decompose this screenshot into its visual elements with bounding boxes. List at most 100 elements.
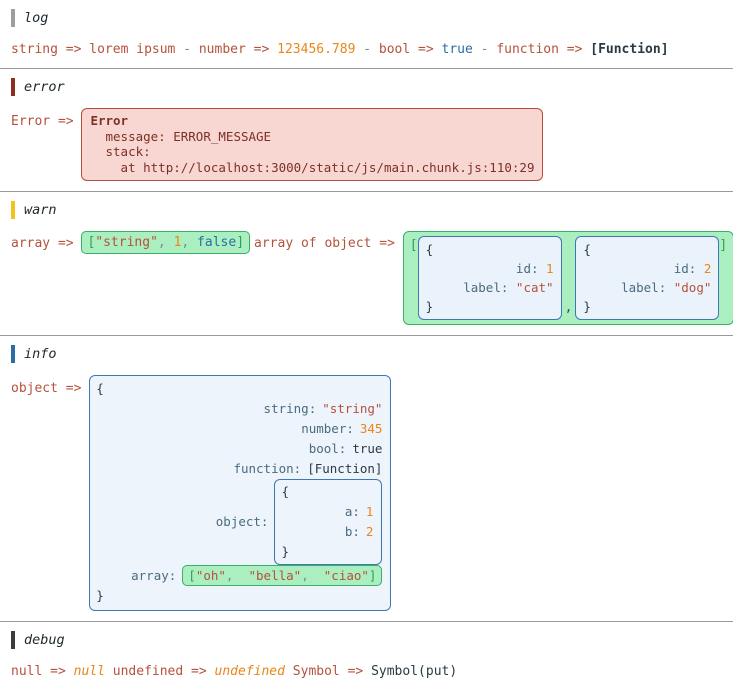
- info-nested-object-card: { a: 1 b: 2 }: [274, 479, 383, 565]
- object-field-key: id:: [673, 261, 697, 276]
- warn-array-label: array =>: [11, 236, 74, 251]
- info-field-array: array: ["oh", "bella", "ciao"]: [96, 565, 383, 586]
- info-field-function: function: [Function]: [96, 459, 382, 479]
- nested-field-key: b:: [344, 524, 360, 539]
- objarray-close-bracket: ]: [719, 238, 728, 253]
- object-field-value: 2: [703, 261, 712, 276]
- section-info-label: info: [11, 345, 57, 363]
- section-warn: warn array => ["string", 1, false] array…: [0, 192, 733, 335]
- inline-array-comma-1: ,: [301, 568, 324, 583]
- inline-array-comma-0: ,: [225, 568, 249, 583]
- object-field-key: label:: [621, 280, 667, 295]
- debug-symbol-label: Symbol =>: [292, 664, 364, 679]
- warn-array-of-object-label: array of object =>: [254, 236, 395, 251]
- object-field-value: 1: [546, 261, 554, 276]
- array-close-bracket: ]: [236, 235, 245, 250]
- array-item-0: "string": [95, 235, 158, 250]
- info-field-value: true: [352, 441, 383, 456]
- info-object-card: { string: "string" number: 345 bool: true f…: [89, 375, 392, 611]
- info-field-nested-object: object: { a: 1 b: 2 }: [96, 479, 383, 565]
- error-entry-row: Error => Error message: ERROR_MESSAGE st…: [0, 102, 733, 191]
- nested-close-brace: }: [281, 544, 289, 559]
- object-field: id: 2: [583, 259, 712, 278]
- debug-entry-row: null => null undefined => undefined Symb…: [0, 655, 733, 690]
- array-comma-1: ,: [181, 235, 198, 250]
- info-field-value: [Function]: [307, 461, 383, 476]
- section-log-header: log: [0, 0, 733, 33]
- object-field-value: "dog": [673, 280, 712, 295]
- warn-simple-array: ["string", 1, false]: [81, 231, 251, 254]
- info-open-brace: {: [96, 381, 104, 396]
- log-sep-3: -: [472, 42, 497, 57]
- inline-array-item-2: "ciao": [323, 568, 369, 583]
- object-open-brace: {: [583, 242, 591, 257]
- section-debug-label: debug: [11, 631, 65, 649]
- error-stack-line: stack:: [90, 144, 151, 159]
- object-close-brace: }: [425, 299, 434, 314]
- log-bool-value: true: [441, 42, 473, 57]
- section-error: error Error => Error message: ERROR_MESS…: [0, 69, 733, 191]
- info-close-brace: }: [96, 588, 104, 603]
- debug-null-value: null: [73, 664, 105, 679]
- section-error-label: error: [11, 78, 65, 96]
- log-sep-2: -: [355, 42, 379, 57]
- section-warn-header: warn: [0, 192, 733, 225]
- object-field: label: "cat": [426, 278, 554, 297]
- divider-3: [0, 335, 733, 336]
- section-error-header: error: [0, 69, 733, 102]
- info-object-label: object =>: [11, 381, 82, 396]
- log-function-label: function =>: [496, 42, 583, 57]
- info-field-number: number: 345: [96, 419, 382, 439]
- nested-open-brace: {: [281, 484, 289, 499]
- error-detail-box: Error message: ERROR_MESSAGE stack: at h…: [81, 108, 544, 181]
- log-entry-row: string => lorem ipsum - number => 123456…: [0, 33, 733, 68]
- section-log-label: log: [11, 9, 48, 27]
- log-number-label: number =>: [198, 42, 270, 57]
- error-prefix-label: Error =>: [11, 114, 74, 129]
- nested-field-value: 2: [365, 524, 374, 539]
- object-field: label: "dog": [583, 278, 711, 297]
- info-field-key: function:: [233, 461, 302, 476]
- inline-array-close-bracket: ]: [368, 568, 377, 583]
- info-field-value: "string": [322, 401, 383, 416]
- info-field-string: string: "string": [96, 399, 383, 419]
- object-field-key: label:: [463, 280, 509, 295]
- section-info-header: info: [0, 336, 733, 369]
- inline-array-item-0: "oh": [195, 568, 226, 583]
- nested-field-value: 1: [365, 504, 374, 519]
- object-field-value: "cat": [515, 280, 554, 295]
- info-field-bool: bool: true: [96, 439, 383, 459]
- info-nested-key: object:: [215, 514, 269, 529]
- array-comma-0: ,: [157, 235, 174, 250]
- info-field-key: bool:: [308, 441, 347, 456]
- info-array-key: array:: [131, 567, 177, 583]
- info-inline-array: ["oh", "bella", "ciao"]: [182, 565, 383, 586]
- nested-field-a: a: 1: [281, 502, 374, 522]
- debug-symbol-value: Symbol(put): [371, 664, 458, 679]
- log-string-label: string =>: [11, 42, 82, 57]
- log-function-value: [Function]: [590, 42, 669, 57]
- log-string-value: lorem ipsum: [89, 42, 176, 57]
- nested-field-key: a:: [344, 504, 360, 519]
- array-item-2: false: [197, 235, 237, 250]
- nested-field-b: b: 2: [281, 522, 374, 542]
- objarray-open-bracket: [: [409, 238, 418, 253]
- inline-array-open-bracket: [: [188, 568, 196, 583]
- warn-entry-row: array => ["string", 1, false] array of o…: [0, 225, 733, 335]
- section-debug-header: debug: [0, 622, 733, 655]
- info-field-key: number:: [301, 421, 354, 436]
- log-number-value: 123456.789: [277, 42, 356, 57]
- objarray-separator: ,: [564, 300, 573, 315]
- section-info: info object => { string: "string" number:…: [0, 336, 733, 621]
- divider-2: [0, 191, 733, 192]
- section-warn-label: warn: [11, 201, 57, 219]
- object-field: id: 1: [426, 259, 554, 278]
- log-sep-1: -: [175, 42, 199, 57]
- array-item-1: 1: [173, 235, 182, 250]
- info-field-key: string:: [263, 401, 317, 416]
- info-field-value: 345: [359, 421, 383, 436]
